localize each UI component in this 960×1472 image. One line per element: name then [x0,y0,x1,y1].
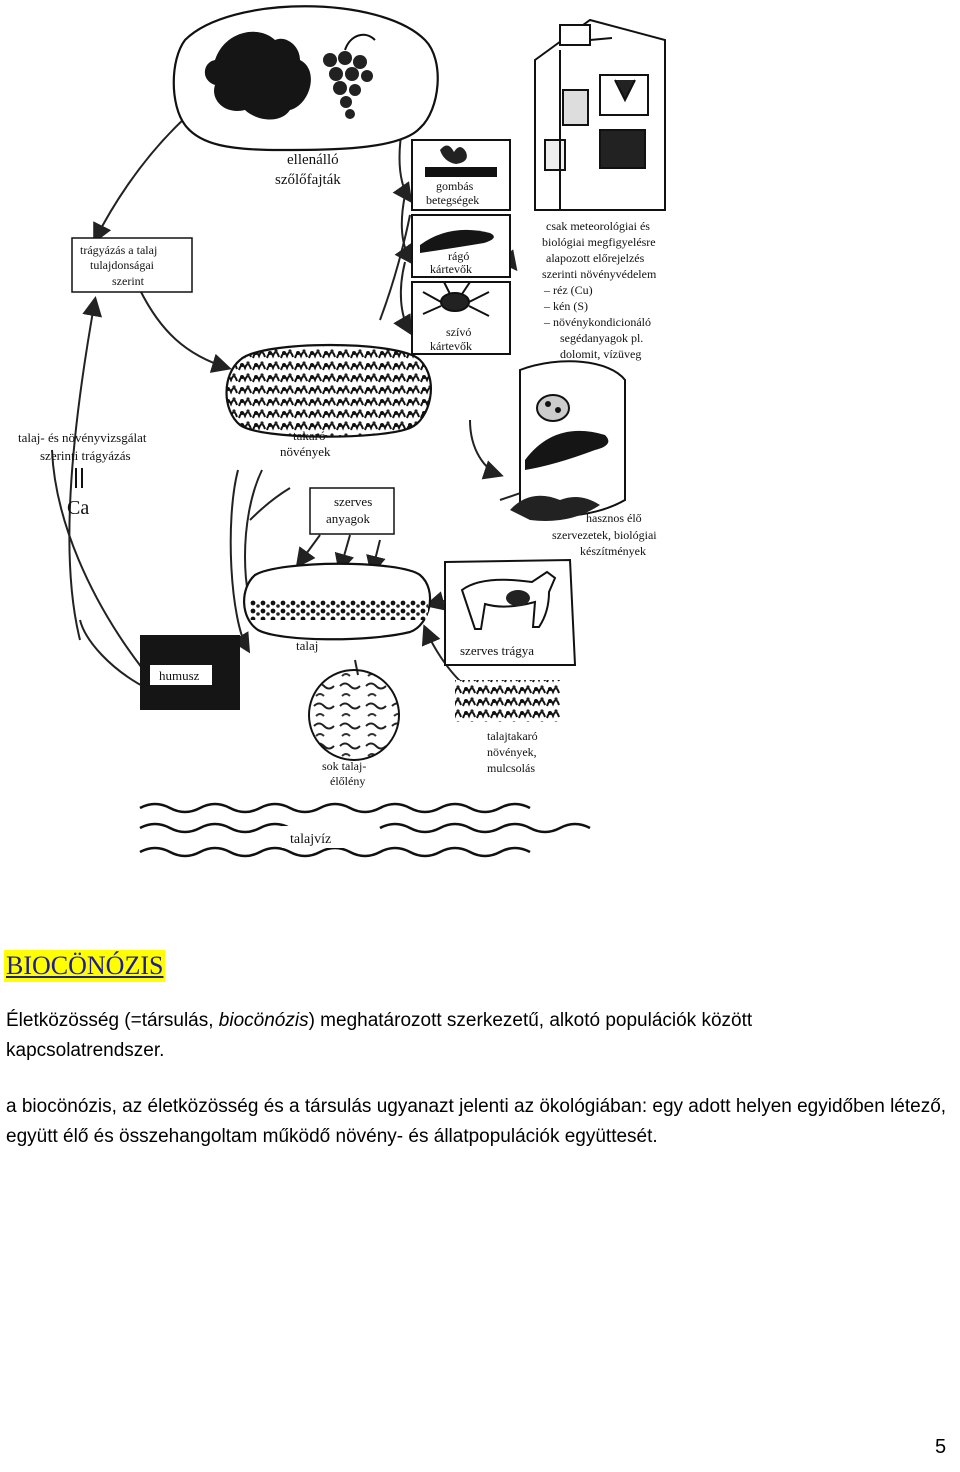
label-protection-list: csak meteorológiai és biológiai megfigye… [542,219,659,361]
label-humus: humusz [159,668,200,683]
explanation-paragraph: a biocönózis, az életközösség és a társu… [6,1092,956,1152]
weather-station-illustration [535,20,665,210]
section-heading: BIOCÖNÓZIS [4,950,165,982]
cover-plants-panel [227,345,431,437]
humus-box: humusz [140,635,240,710]
label-soil: talaj [296,638,318,653]
page-number: 5 [935,1436,946,1459]
label-manure: szerves trágya [460,643,534,658]
ground-cover-illustration [455,680,560,722]
grape-circle [174,6,438,150]
definition-italic-term: biocönózis [219,1010,309,1031]
definition-text-part1: Életközösség (=társulás, [6,1010,219,1031]
definition-paragraph: Életközösség (=társulás, biocönózis) meg… [6,1006,886,1066]
groundwater-waves [140,804,590,856]
soil-panel [244,564,430,640]
label-soil-organisms: sok talaj-élőlény [322,759,366,788]
beneficial-organisms-panel [510,361,625,521]
label-ca-symbol: Ca [67,497,89,519]
label-groundwater: talajvíz [290,832,331,847]
soil-organisms-circle [309,670,399,760]
